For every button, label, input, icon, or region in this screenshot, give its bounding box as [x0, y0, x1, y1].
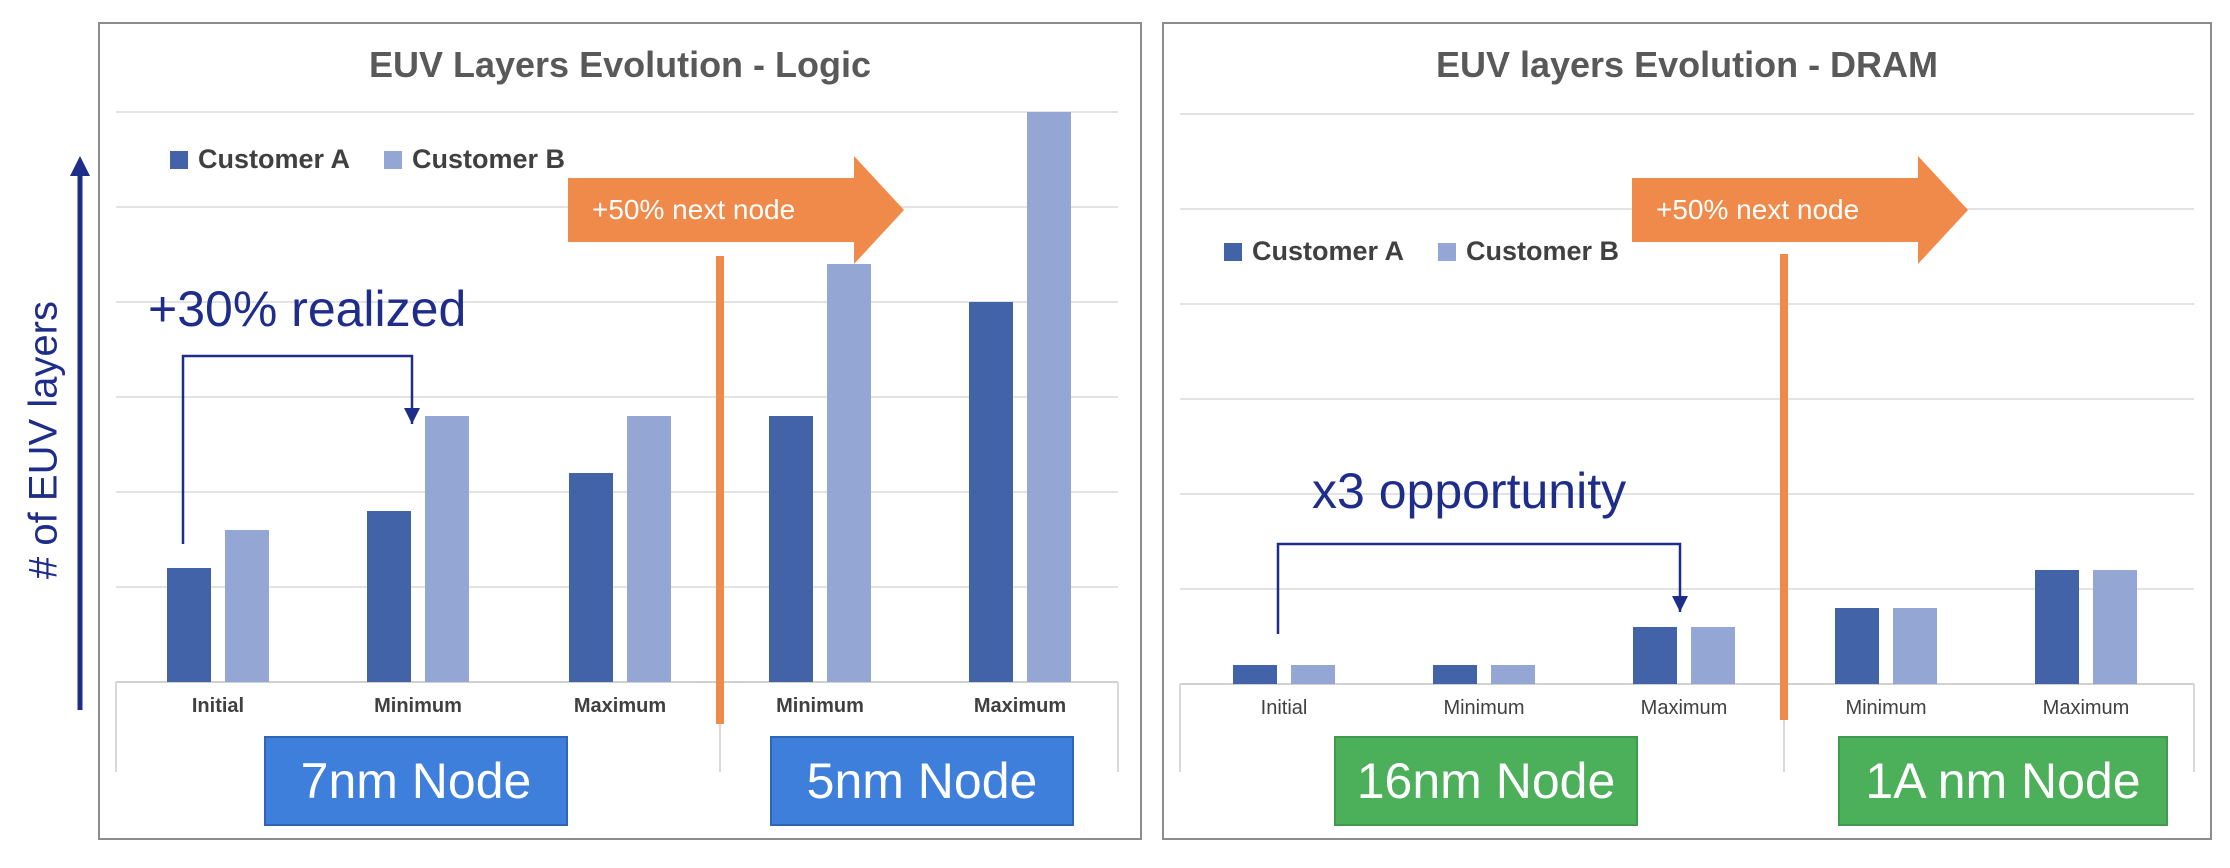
y-axis-arrow — [70, 156, 90, 710]
x-tick-label: Maximum — [1641, 697, 1728, 719]
chart-panel-dram: EUV layers Evolution - DRAM Customer A C… — [1162, 22, 2212, 840]
x-tick-label: Initial — [192, 695, 244, 717]
legend-label: Customer A — [1252, 236, 1405, 266]
bar-customer-b — [1691, 627, 1735, 684]
next-node-arrow: +50% next node — [568, 156, 904, 264]
arrow-head — [1918, 156, 1968, 264]
legend-item-customer-a: Customer A — [1224, 236, 1404, 267]
next-node-arrow: +50% next node — [1632, 156, 1968, 264]
legend-swatch-a — [170, 150, 188, 169]
legend-swatch-b — [1438, 242, 1457, 261]
bar-customer-a — [1835, 608, 1879, 684]
bracket-arrow — [181, 354, 414, 544]
next-node-label: +50% next node — [1656, 194, 1860, 225]
legend-swatch-a — [1224, 242, 1242, 261]
realized-annotation: +30% realized — [148, 281, 467, 337]
chart-panel-logic: EUV Layers Evolution - Logic Customer A … — [98, 22, 1142, 840]
next-node-label: +50% next node — [592, 194, 796, 225]
node-label-16nm: 16nm Node — [1334, 736, 1638, 826]
bracket-arrow — [1276, 542, 1682, 634]
bar-customer-a — [167, 568, 211, 682]
bar-customer-b — [1893, 608, 1937, 684]
arrow-shaft — [568, 178, 856, 242]
bar-customer-b — [1491, 665, 1535, 684]
node-separator — [1780, 254, 1788, 720]
bar-customer-b — [425, 416, 469, 682]
bar-customer-b — [827, 264, 871, 682]
legend-item-customer-b: Customer B — [384, 144, 565, 175]
legend-label: Customer B — [412, 144, 566, 174]
x-tick-label: Minimum — [374, 695, 462, 717]
bar-chart-logic: Initial Minimum Maximum Minimum Maximum — [115, 111, 1119, 772]
bar-customer-b — [1027, 112, 1071, 682]
legend-item-customer-b: Customer B — [1438, 236, 1619, 267]
node-label-1a-nm: 1A nm Node — [1838, 736, 2168, 826]
bar-customer-a — [1233, 665, 1277, 684]
bracket-arrow-head — [404, 408, 420, 424]
legend-label: Customer B — [1466, 236, 1620, 266]
legend: Customer A Customer B — [1224, 236, 1653, 267]
bar-customer-b — [2093, 570, 2137, 684]
bar-customer-a — [769, 416, 813, 682]
x-tick-label: Initial — [1261, 697, 1308, 719]
bar-customer-b — [627, 416, 671, 682]
x-tick-label: Minimum — [1845, 697, 1926, 719]
x-tick-label: Maximum — [574, 695, 666, 717]
opportunity-annotation: x3 opportunity — [1312, 463, 1627, 519]
bar-chart-dram: Initial Minimum Maximum Minimum Maximum — [1179, 113, 2195, 772]
arrow-head — [854, 156, 904, 264]
bar-customer-a — [569, 473, 613, 682]
legend-item-customer-a: Customer A — [170, 144, 350, 175]
bar-customer-b — [225, 530, 269, 682]
bar-customer-a — [1633, 627, 1677, 684]
x-tick-label: Minimum — [776, 695, 864, 717]
chart-title: EUV Layers Evolution - Logic — [368, 44, 872, 85]
y-axis-label-text: # of EUV layers — [21, 301, 66, 579]
legend-label: Customer A — [198, 144, 351, 174]
legend: Customer A Customer B — [170, 144, 599, 175]
x-tick-label: Maximum — [2043, 697, 2130, 719]
bar-customer-a — [969, 302, 1013, 682]
x-tick-label: Minimum — [1443, 697, 1524, 719]
bar-customer-a — [367, 511, 411, 682]
legend-swatch-b — [384, 150, 403, 169]
node-label-5nm: 5nm Node — [770, 736, 1074, 826]
chart-title: EUV layers Evolution - DRAM — [1435, 44, 1939, 85]
bar-customer-b — [1291, 665, 1335, 684]
node-label-7nm: 7nm Node — [264, 736, 568, 826]
bracket-arrow-head — [1672, 596, 1688, 612]
x-tick-label: Maximum — [974, 695, 1066, 717]
bar-customer-a — [2035, 570, 2079, 684]
bar-customer-a — [1433, 665, 1477, 684]
node-separator — [716, 256, 724, 724]
arrow-shaft — [1632, 178, 1920, 242]
